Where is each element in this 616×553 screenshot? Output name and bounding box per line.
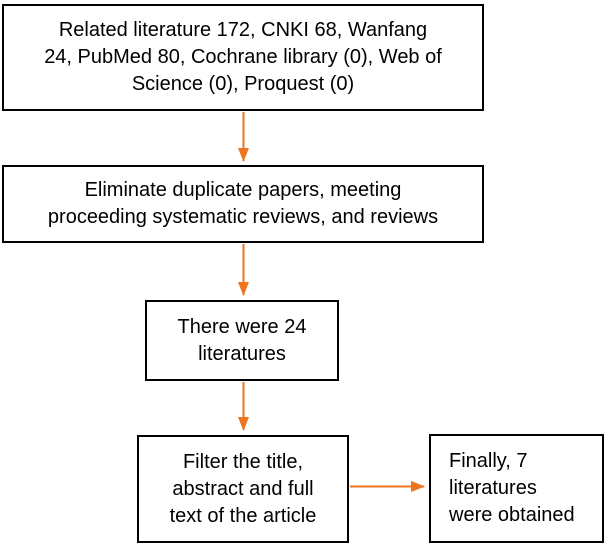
box-eliminate-duplicates: Eliminate duplicate papers, meeting proc… [2,165,484,243]
box-remaining-24-literatures: There were 24 literatures [145,300,339,381]
box-search-results: Related literature 172, CNKI 68, Wanfang… [2,4,484,111]
box-final-7-literatures: Finally, 7 literatures were obtained [429,434,604,543]
box-filter-title-abstract: Filter the title, abstract and full text… [137,435,349,543]
